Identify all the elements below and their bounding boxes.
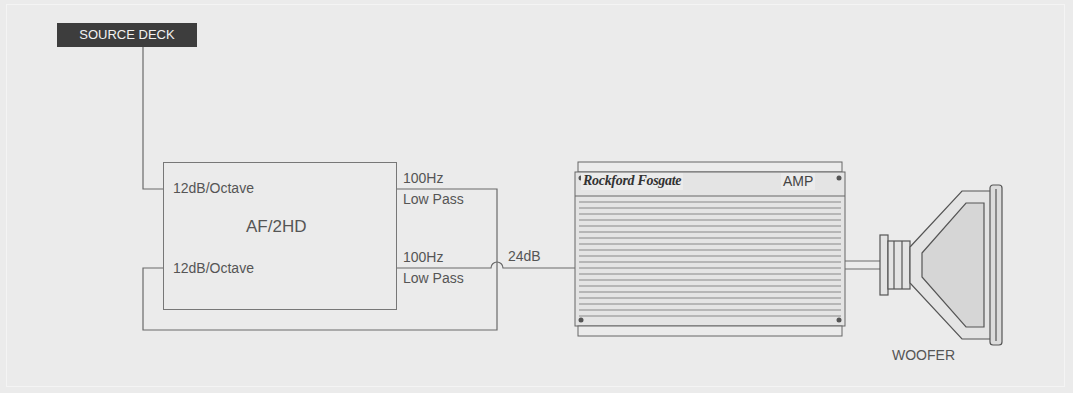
filter-label: 100Hz Low Pass [403, 168, 469, 210]
signal-wire [143, 47, 163, 189]
source-deck-box: SOURCE DECK [57, 23, 197, 47]
woofer: WOOFER [880, 185, 1012, 371]
deck-title: SOURCE DECK [79, 27, 174, 43]
amp-label: AMP [781, 173, 815, 190]
edge-label: 24dB [506, 248, 543, 264]
crossover-box: 12dB/OctaveAF/2HD12dB/Octave [163, 162, 397, 310]
feedback-wire [143, 189, 497, 330]
filter-slope: 12dB/Octave [173, 260, 254, 277]
filter-label: 100Hz Low Pass [403, 247, 469, 289]
amplifier: Rockford Fosgate AMP [575, 160, 845, 338]
signal-wire [845, 261, 880, 269]
brand-logo: Rockford Fosgate [581, 173, 683, 190]
woofer-label: WOOFER [892, 347, 955, 364]
filter-slope: 12dB/Octave [173, 180, 254, 197]
crossover-model: AF/2HD [246, 217, 306, 237]
woofer-illustration [880, 185, 1012, 371]
